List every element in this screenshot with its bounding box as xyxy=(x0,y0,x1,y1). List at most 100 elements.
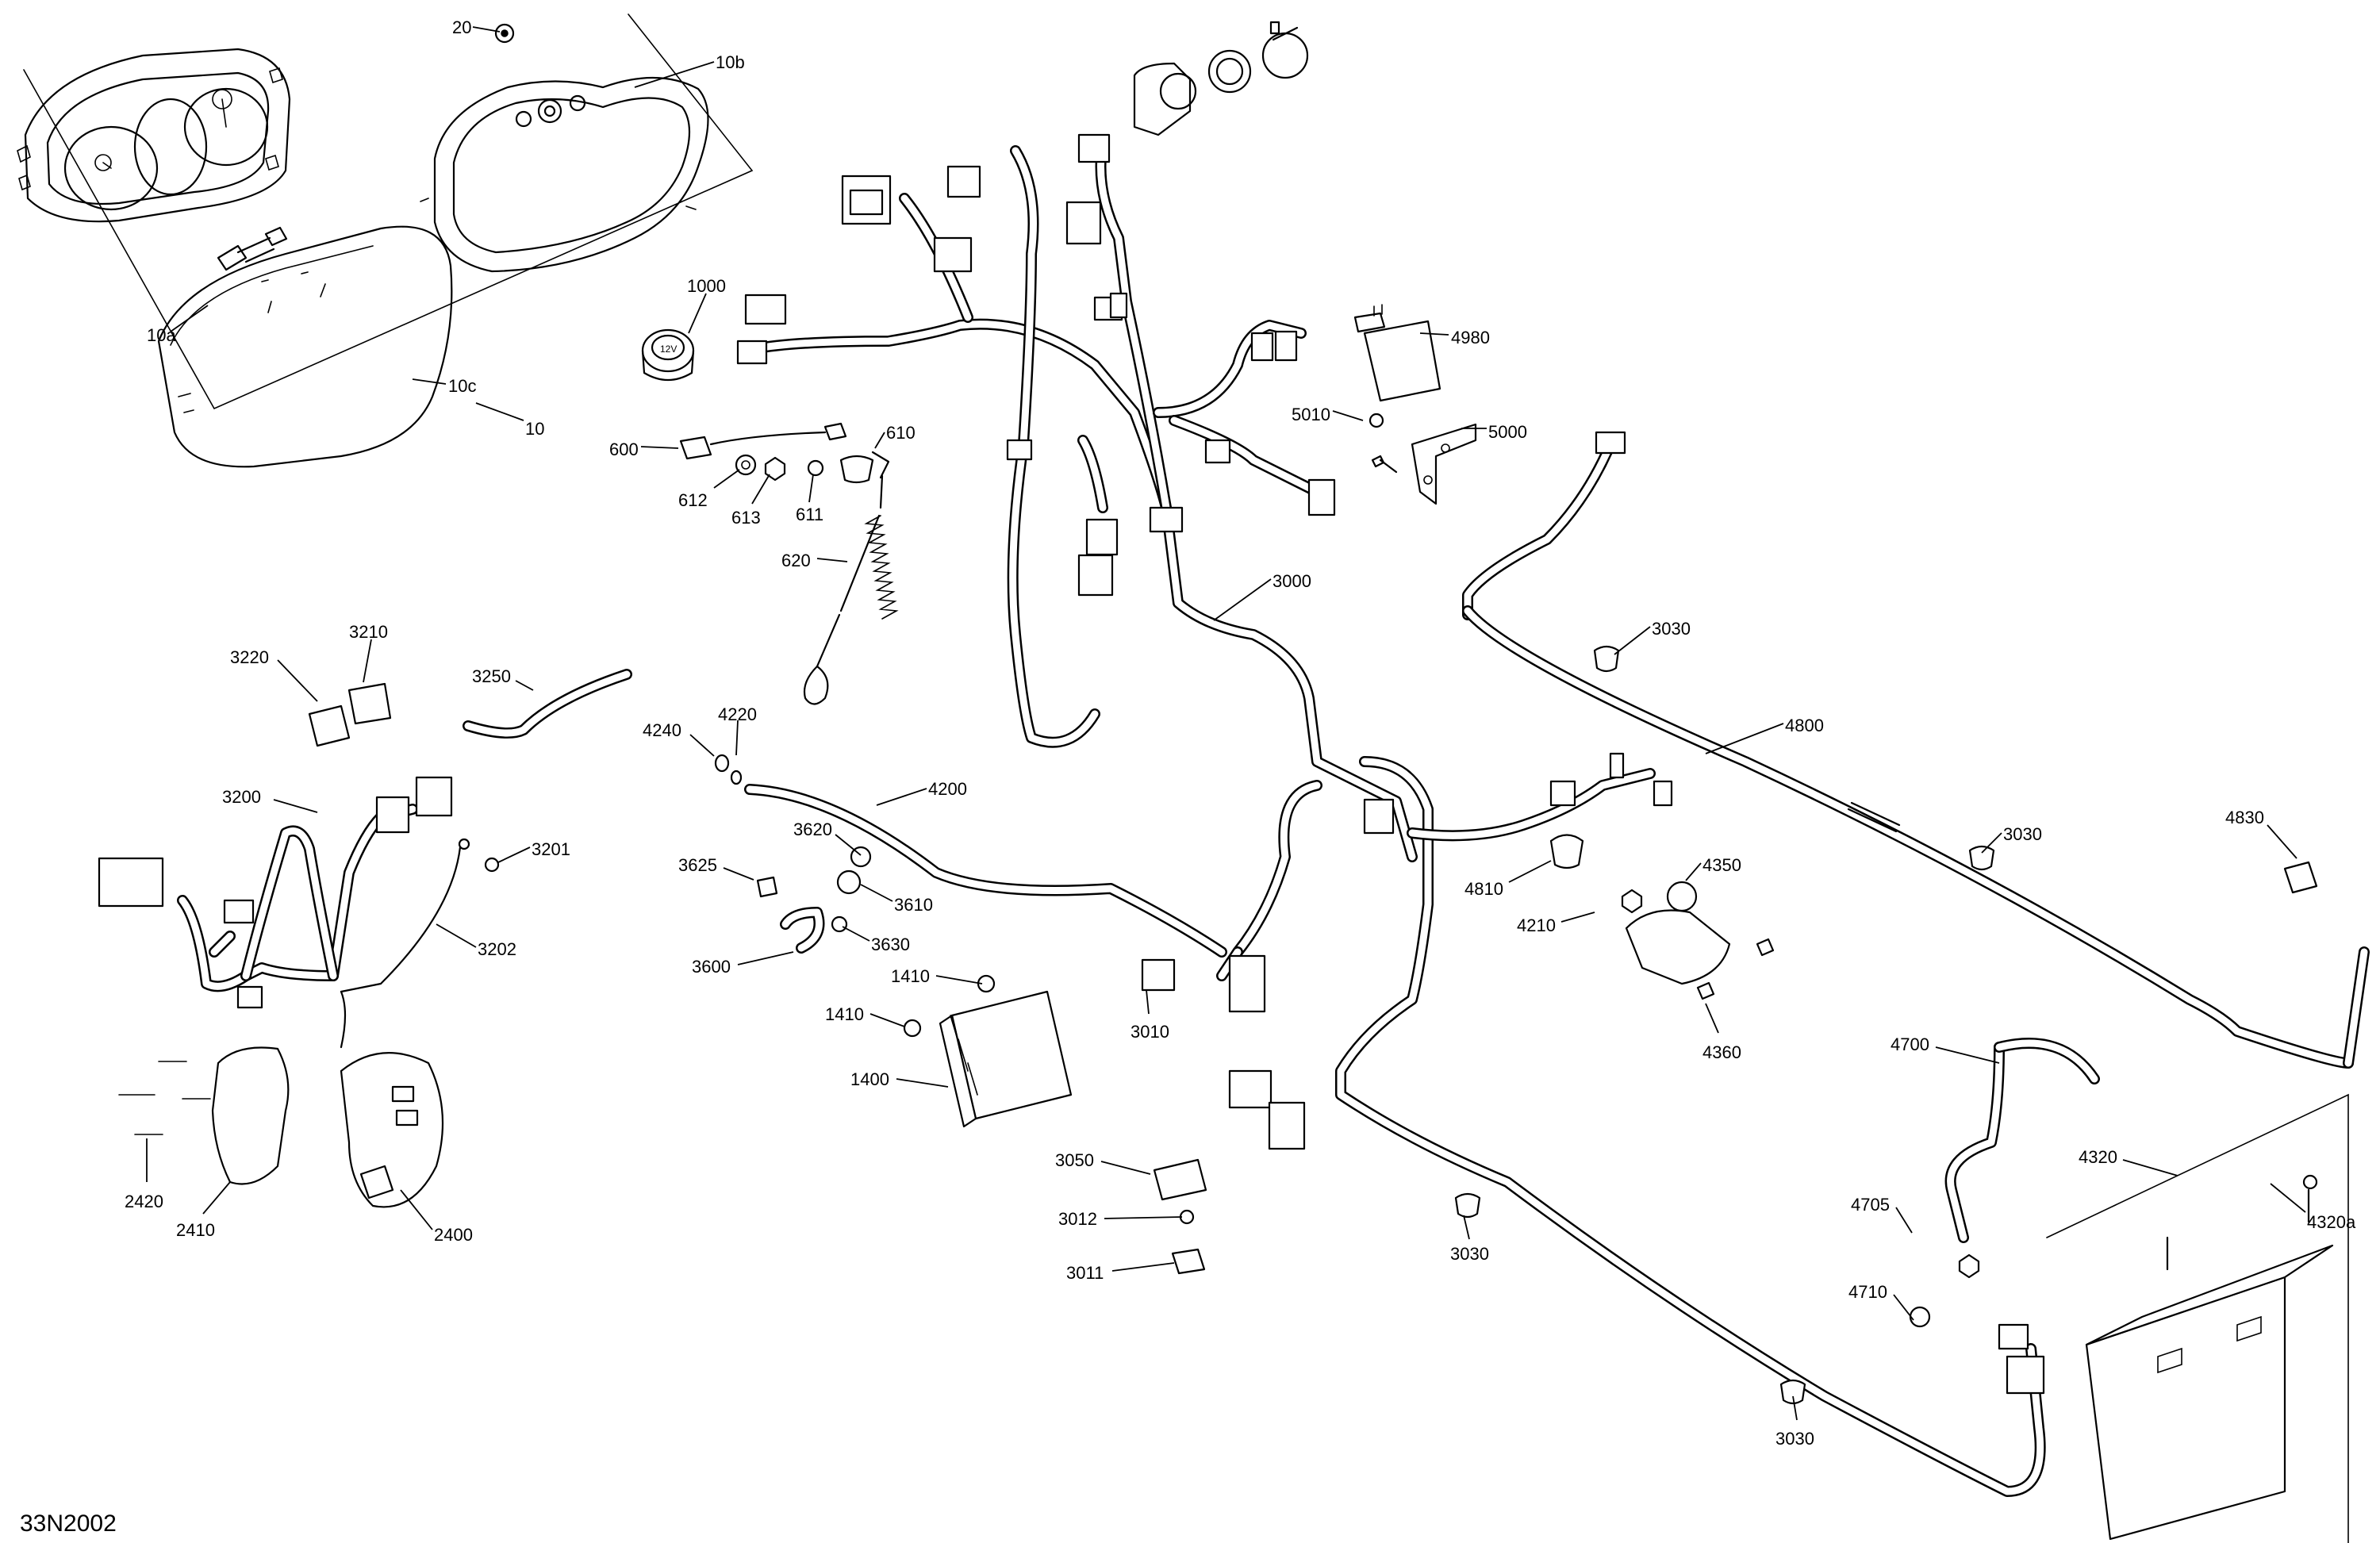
battery-4320 xyxy=(2046,1093,2349,1543)
callout-label-c3200: 3200 xyxy=(222,787,261,807)
connector-parts-3050 xyxy=(1153,1158,1207,1275)
gauge-bezel xyxy=(17,48,291,223)
callout-label-c1410a: 1410 xyxy=(891,966,930,986)
callout-leader-c612 xyxy=(713,469,740,489)
callout-leader-c2400 xyxy=(400,1189,433,1230)
callout-leader-c3030c xyxy=(1463,1215,1470,1240)
callout-label-c3030b: 3030 xyxy=(2003,824,2042,844)
callout-leader-c3011 xyxy=(1111,1262,1175,1272)
callout-leader-c4320 xyxy=(2122,1159,2178,1176)
callout-label-c4200: 4200 xyxy=(928,779,967,799)
callout-label-c3000: 3000 xyxy=(1273,571,1311,591)
callout-leader-c3030d xyxy=(1792,1395,1798,1421)
callout-label-c4830: 4830 xyxy=(2225,808,2264,827)
callout-leader-c4220 xyxy=(735,720,739,756)
callout-leader-c5010 xyxy=(1332,410,1364,421)
callout-leader-c10c xyxy=(412,378,447,385)
callout-label-c10: 10 xyxy=(525,419,544,439)
callout-labels: 2010b10a10c10100049805010500060061061261… xyxy=(125,17,2356,1449)
callout-leader-c1400 xyxy=(896,1078,949,1088)
ground-wire-3202 xyxy=(340,838,500,1049)
relay-bracket-5000 xyxy=(1368,413,1477,505)
main-harness-3000 xyxy=(736,133,2046,1497)
ground-cable-parts xyxy=(679,422,899,705)
callout-leader-c3200 xyxy=(273,799,318,813)
callout-label-c4710: 4710 xyxy=(1848,1282,1887,1302)
cluster-connector xyxy=(217,226,288,271)
callout-label-c612: 612 xyxy=(678,490,708,510)
wire-retainers-3030 xyxy=(1454,645,1995,1405)
callout-label-c3030a: 3030 xyxy=(1652,619,1691,639)
callout-label-c10c: 10c xyxy=(448,376,476,396)
callout-label-c4810: 4810 xyxy=(1464,879,1503,899)
callout-leader-c2410 xyxy=(202,1181,231,1215)
diagram-code: 33N2002 xyxy=(20,1510,117,1537)
callout-leader-c613 xyxy=(751,474,770,505)
callout-leader-c10a xyxy=(170,305,209,332)
callout-leader-c3010 xyxy=(1146,989,1150,1015)
callout-label-c600: 600 xyxy=(609,439,639,459)
battery-cable-4700 xyxy=(1909,1038,2100,1328)
gauge-nut xyxy=(494,23,515,44)
power-socket-12v: 12V xyxy=(641,328,695,381)
callout-label-c3050: 3050 xyxy=(1055,1150,1094,1170)
gauge-lens xyxy=(157,225,453,468)
callout-leader-c4360 xyxy=(1705,1003,1719,1034)
callout-label-c4980: 4980 xyxy=(1451,328,1490,347)
callout-label-c4240: 4240 xyxy=(643,720,681,740)
callout-leader-c3630 xyxy=(842,926,870,942)
gauge-cluster-group xyxy=(17,13,754,468)
callout-leader-c4350 xyxy=(1685,862,1702,881)
callout-label-c4220: 4220 xyxy=(718,704,757,724)
handlebar-harness-3200 xyxy=(98,776,453,1009)
callout-label-c3010: 3010 xyxy=(1130,1022,1169,1042)
svg-text:12V: 12V xyxy=(660,344,677,355)
callout-leader-c4700 xyxy=(1935,1046,2000,1064)
callout-label-c10b: 10b xyxy=(716,52,745,72)
starter-solenoid-4350 xyxy=(1549,834,1775,1000)
callout-label-c10a: 10a xyxy=(147,325,176,345)
positive-cable-4800 xyxy=(1462,431,2370,1069)
callout-label-c3620: 3620 xyxy=(793,819,832,839)
callout-leader-c3600 xyxy=(737,951,794,965)
callout-label-c620: 620 xyxy=(781,551,811,570)
callout-leader-c3202 xyxy=(436,923,477,948)
callout-leader-c1000 xyxy=(688,293,707,334)
callout-label-c3625: 3625 xyxy=(678,855,717,875)
connector-covers-3210-3220 xyxy=(308,682,392,747)
callout-label-c4700: 4700 xyxy=(1891,1034,1929,1054)
hose-3250 xyxy=(463,669,632,739)
callout-leader-c3620 xyxy=(835,834,862,856)
callout-label-c4350: 4350 xyxy=(1702,855,1741,875)
callout-label-c3630: 3630 xyxy=(871,935,910,954)
callout-leader-c20 xyxy=(472,26,501,33)
callout-leader-c4710 xyxy=(1893,1294,1914,1321)
callout-label-c1400: 1400 xyxy=(850,1069,889,1089)
callout-label-c3210: 3210 xyxy=(349,622,388,642)
callout-leader-c10b xyxy=(634,61,715,88)
callout-label-c3220: 3220 xyxy=(230,647,269,667)
callout-leader-c600 xyxy=(640,446,679,449)
callout-label-c3012: 3012 xyxy=(1058,1209,1097,1229)
callout-leader-c4200 xyxy=(876,788,927,806)
callout-leader-c3012 xyxy=(1104,1216,1183,1219)
callout-leader-c3250 xyxy=(515,680,534,691)
callout-label-c4320: 4320 xyxy=(2079,1147,2117,1167)
callout-label-c5000: 5000 xyxy=(1488,422,1527,442)
callout-label-c4705: 4705 xyxy=(1851,1195,1890,1215)
ground-bracket-parts xyxy=(756,846,872,954)
callout-leader-c3030a xyxy=(1614,626,1651,655)
callout-label-c3011: 3011 xyxy=(1066,1263,1104,1283)
callout-leader-c620 xyxy=(816,558,848,562)
relay-4980 xyxy=(1353,304,1441,402)
callout-leader-c610 xyxy=(874,432,885,449)
callout-leader-c1410b xyxy=(869,1013,905,1027)
callout-label-c2400: 2400 xyxy=(434,1225,473,1245)
ignition-switch xyxy=(1133,21,1309,136)
callout-leader-c4240 xyxy=(689,734,715,757)
callout-label-c610: 610 xyxy=(886,423,916,443)
callout-leader-c10 xyxy=(475,402,524,421)
gauge-rear-housing xyxy=(420,76,709,273)
ground-wire-4200 xyxy=(714,754,1227,958)
